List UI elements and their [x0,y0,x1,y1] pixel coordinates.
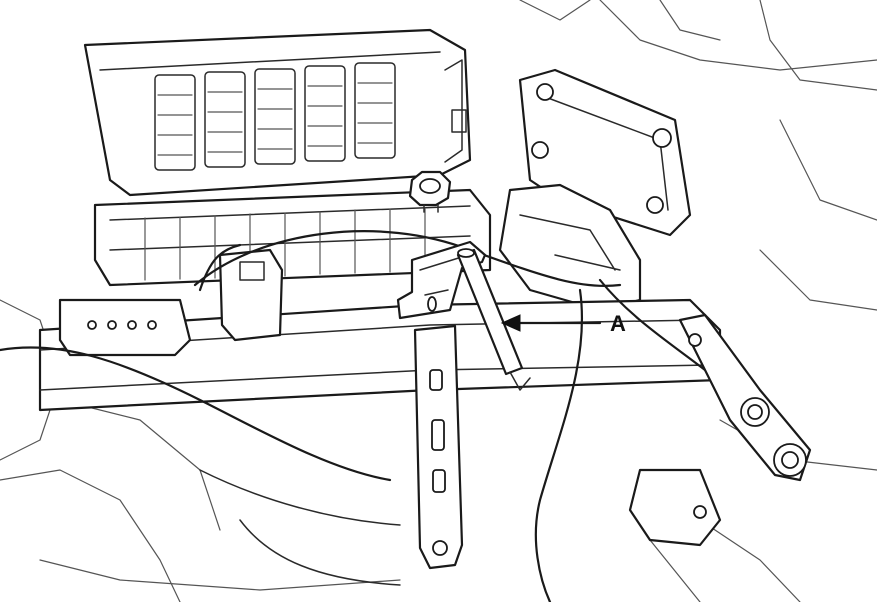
callout-leader-a [500,314,602,332]
vertical-mount-strap [413,324,464,570]
upper-vent-panel [83,28,472,197]
lower-connector-block [93,188,492,287]
harness-clip [218,248,284,342]
lower-right-bracket [628,468,722,547]
hinge-link-arm [678,313,812,482]
nut [408,170,452,213]
left-connector [58,298,192,357]
vent-slots [154,62,396,171]
callout-label-a: A [610,311,626,336]
sensor-rod-part-a [456,248,531,391]
